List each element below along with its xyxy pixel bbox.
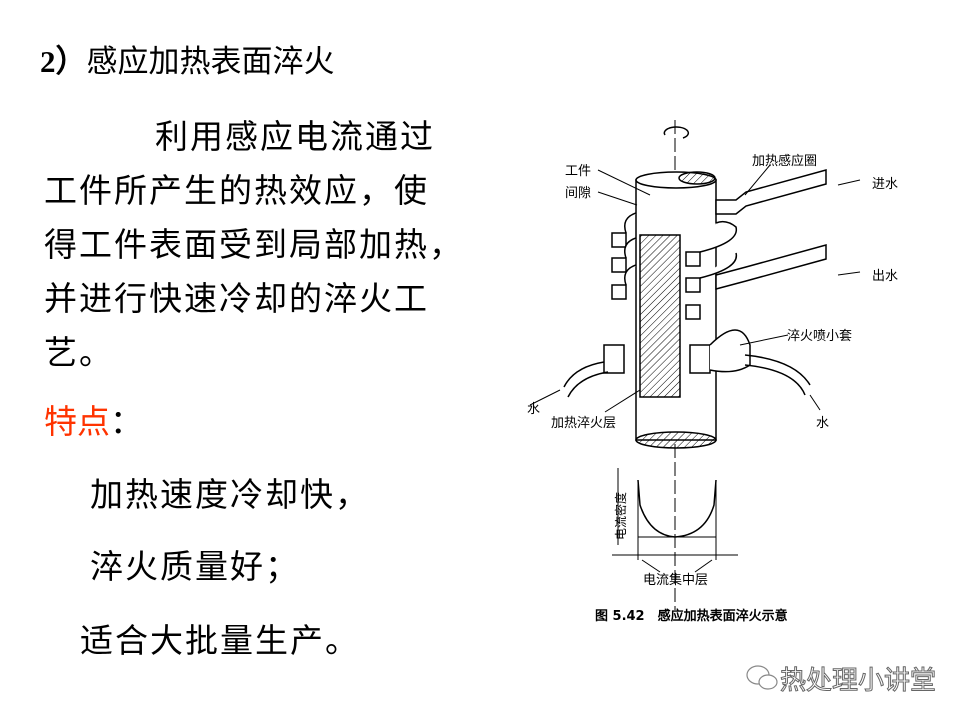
wechat-icon bbox=[746, 665, 778, 690]
label-current-concentration: 电流集中层 bbox=[643, 572, 708, 588]
features-label: 特点 bbox=[44, 402, 110, 441]
label-water-in: 进水 bbox=[872, 177, 898, 192]
coil-outlet bbox=[715, 244, 827, 290]
paragraph-line: 得工件表面受到局部加热， bbox=[44, 225, 464, 264]
coil-inlet bbox=[715, 169, 827, 215]
label-current-density: 电流密度 bbox=[613, 492, 628, 540]
figure-caption: 图 5.42 感应加热表面淬火示意 bbox=[595, 608, 788, 624]
label-water-left: 水 bbox=[527, 402, 540, 417]
label-coil: 加热感应圈 bbox=[752, 153, 817, 169]
slide-title: 2）感应加热表面淬火 bbox=[40, 36, 335, 81]
paragraph-line: 艺。 bbox=[44, 333, 114, 372]
features-heading: 特点： bbox=[44, 395, 143, 443]
title-number: 2） bbox=[40, 44, 87, 79]
paragraph-line: 并进行快速冷却的淬火工 bbox=[44, 279, 429, 318]
label-water-right: 水 bbox=[816, 416, 829, 431]
title-text: 感应加热表面淬火 bbox=[86, 44, 335, 80]
label-gap: 间隙 bbox=[565, 186, 591, 201]
feature-item: 加热速度冷却快， bbox=[90, 475, 370, 514]
spray-jacket-left bbox=[603, 344, 625, 374]
paragraph-line: 工件所产生的热效应，使 bbox=[44, 171, 429, 210]
feature-item: 淬火质量好； bbox=[90, 547, 300, 586]
paragraph-line: 利用感应电流通过 bbox=[155, 117, 435, 156]
current-density-graph bbox=[612, 468, 738, 573]
label-workpiece: 工件 bbox=[565, 164, 591, 179]
watermark: 热处理小讲堂 bbox=[779, 666, 937, 697]
label-spray-jacket: 淬火喷小套 bbox=[787, 328, 852, 344]
rotation-arrow-icon bbox=[663, 126, 690, 139]
features-colon: ： bbox=[110, 402, 143, 441]
hardened-layer bbox=[639, 234, 681, 398]
label-water-out: 出水 bbox=[872, 269, 898, 284]
feature-item: 适合大批量生产。 bbox=[80, 621, 360, 660]
label-hardened-layer: 加热淬火层 bbox=[551, 416, 616, 431]
